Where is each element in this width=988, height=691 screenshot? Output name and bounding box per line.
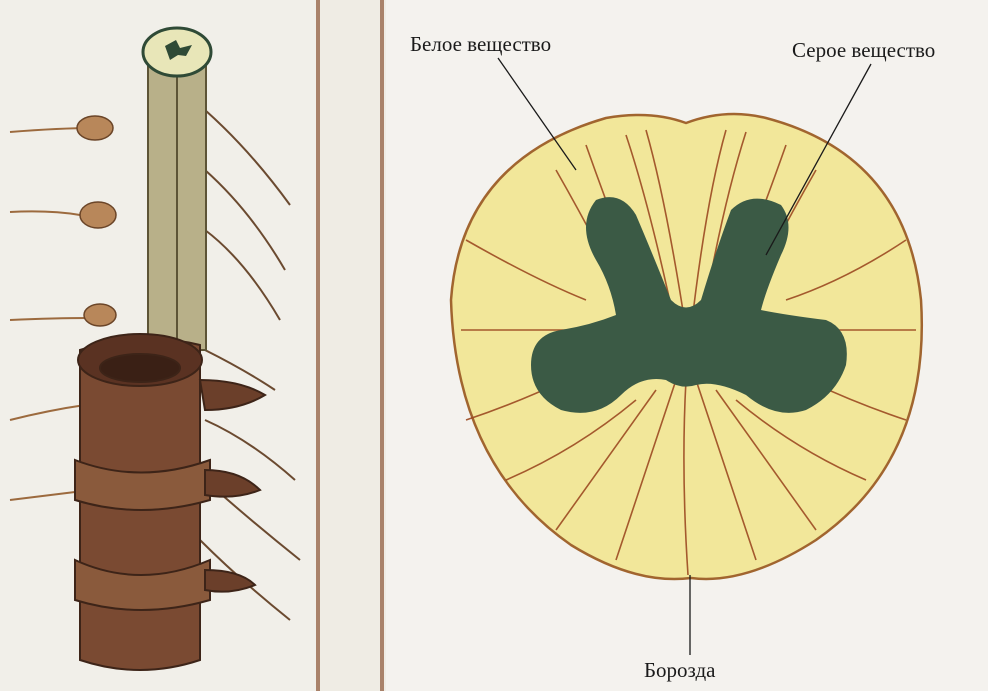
gray-matter-label: Серое вещество [792, 40, 935, 61]
panel-divider [316, 0, 386, 691]
white-matter-label: Белое вещество [410, 34, 551, 55]
spinal-column-drawing [0, 0, 316, 691]
cross-section-drawing [386, 0, 988, 691]
spinal-cord-cross-section [386, 0, 988, 691]
spinal-column-illustration [0, 0, 316, 691]
groove-label: Борозда [644, 660, 715, 681]
